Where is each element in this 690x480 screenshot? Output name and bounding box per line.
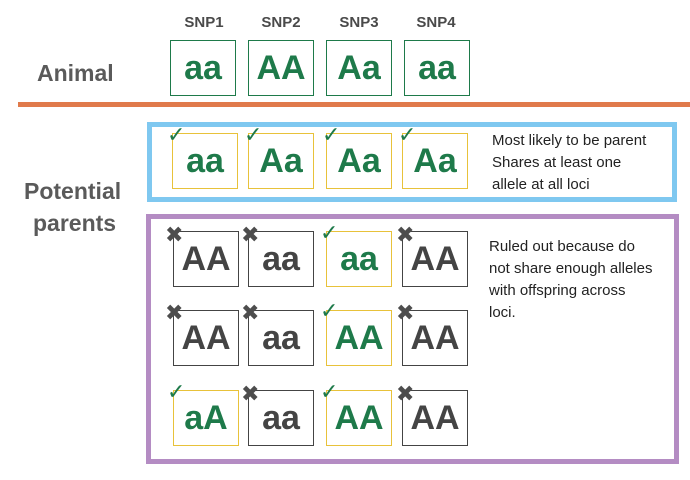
likely-parent-frame xyxy=(147,122,677,202)
check-icon: ✓ xyxy=(167,122,186,147)
snp-label-4: SNP4 xyxy=(416,14,456,31)
likely-parent-genotype-snp1: aa xyxy=(172,133,238,189)
check-icon: ✓ xyxy=(244,122,263,147)
likely-parent-genotype-snp3: Aa xyxy=(326,133,392,189)
animal-genotype-snp2: AA xyxy=(248,40,314,96)
snp-label-1: SNP1 xyxy=(184,14,224,31)
check-icon: ✓ xyxy=(398,122,417,147)
likely-parent-note-line3: allele at all loci xyxy=(492,176,590,193)
ruled-out-note-line2: not share enough alleles xyxy=(489,260,653,277)
ruled-out-r3-snp1: aA xyxy=(173,390,239,446)
snp-label-2: SNP2 xyxy=(261,14,301,31)
animal-label: Animal xyxy=(37,60,114,86)
ruled-out-frame xyxy=(146,214,679,464)
likely-parent-genotype-snp2: Aa xyxy=(248,133,314,189)
animal-genotype-snp1: aa xyxy=(170,40,236,96)
ruled-out-r3-snp4: AA xyxy=(402,390,468,446)
likely-parent-note-line2: Shares at least one xyxy=(492,154,622,171)
potential-parents-label-line2: parents xyxy=(33,210,117,236)
ruled-out-r1-snp3: aa xyxy=(326,231,392,287)
ruled-out-r3-snp3: AA xyxy=(326,390,392,446)
cross-icon: ✖ xyxy=(396,222,415,247)
ruled-out-r2-snp3: AA xyxy=(326,310,392,366)
check-icon: ✓ xyxy=(320,220,339,245)
ruled-out-r1-snp2: aa xyxy=(248,231,314,287)
snp-label-3: SNP3 xyxy=(339,14,379,31)
ruled-out-r2-snp1: AA xyxy=(173,310,239,366)
ruled-out-r2-snp2: aa xyxy=(248,310,314,366)
check-icon: ✓ xyxy=(320,298,339,323)
ruled-out-note-line3: with offspring across xyxy=(489,282,626,299)
cross-icon: ✖ xyxy=(396,381,415,406)
cross-icon: ✖ xyxy=(165,222,184,247)
ruled-out-r1-snp4: AA xyxy=(402,231,468,287)
animal-genotype-snp4: aa xyxy=(404,40,470,96)
check-icon: ✓ xyxy=(322,122,341,147)
cross-icon: ✖ xyxy=(241,381,260,406)
ruled-out-r1-snp1: AA xyxy=(173,231,239,287)
cross-icon: ✖ xyxy=(396,300,415,325)
cross-icon: ✖ xyxy=(241,222,260,247)
potential-parents-label-line1: Potential xyxy=(24,178,122,204)
likely-parent-note-line1: Most likely to be parent xyxy=(492,132,647,149)
likely-parent-genotype-snp4: Aa xyxy=(402,133,468,189)
ruled-out-note-line4: loci. xyxy=(489,304,516,321)
cross-icon: ✖ xyxy=(165,300,184,325)
ruled-out-note-line1: Ruled out because do xyxy=(489,238,635,255)
cross-icon: ✖ xyxy=(241,300,260,325)
check-icon: ✓ xyxy=(320,379,339,404)
ruled-out-r2-snp4: AA xyxy=(402,310,468,366)
check-icon: ✓ xyxy=(167,379,186,404)
section-divider xyxy=(18,102,690,107)
ruled-out-r3-snp2: aa xyxy=(248,390,314,446)
animal-genotype-snp3: Aa xyxy=(326,40,392,96)
